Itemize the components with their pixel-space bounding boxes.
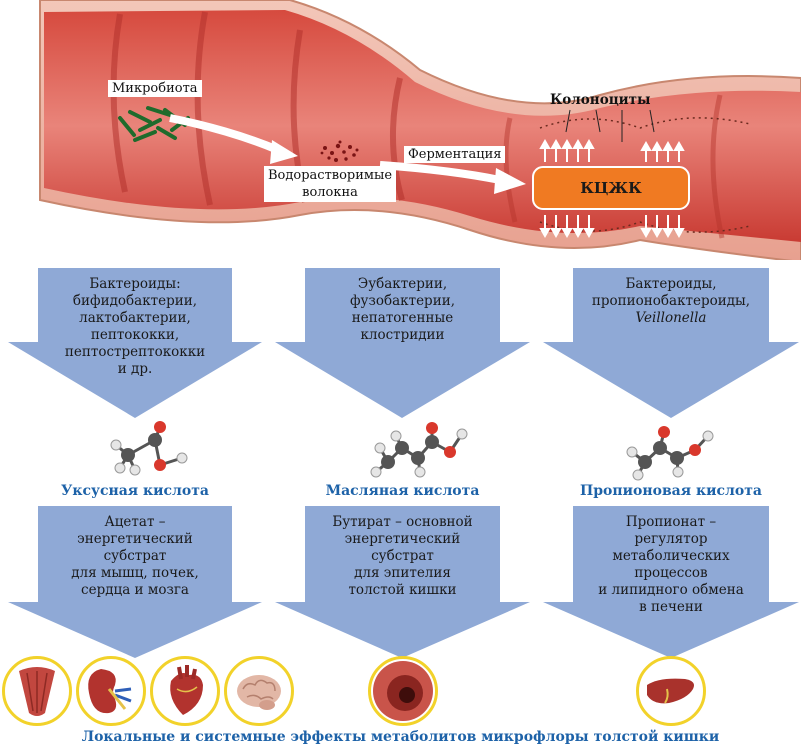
effect-text-1: Ацетат – энергетический субстрат для мыш… [38, 514, 232, 599]
acid-name-2: Масляная кислота [325, 483, 480, 499]
bacteria-item: фузобактерии, [349, 293, 455, 309]
microbiota-label: Микробиота [108, 80, 202, 97]
fibers-label-line1: Водорастворимые [268, 168, 393, 183]
fermentation-label: Ферментация [404, 146, 506, 163]
effect-line: метаболических [612, 548, 730, 564]
bacteria-item: Бактероиды: [89, 276, 181, 292]
fibers-label-line2: волокна [302, 185, 358, 200]
bacteria-item: Эубактерии, [357, 276, 448, 292]
bacteria-item: Veillonella [635, 310, 707, 326]
butyric-acid-molecule [370, 422, 468, 478]
acid-name-3: Пропионовая кислота [580, 483, 762, 499]
colon-lumen-icon [368, 656, 438, 726]
effect-text-2: Бутират – основной энергетический субстр… [305, 514, 500, 599]
liver-icon [636, 656, 706, 726]
effect-line: и липидного обмена [598, 582, 744, 598]
kidney-icon [76, 656, 146, 726]
bacteria-list-3: Бактероиды, пропионобактероиды, Veillone… [573, 276, 769, 327]
bacteria-item: пептококки, [90, 327, 180, 343]
propionic-acid-molecule [626, 426, 714, 481]
bacteria-item: и др. [117, 361, 153, 377]
effect-line: в печени [639, 599, 703, 615]
fibers-label: Водорастворимые волокна [264, 166, 397, 202]
effect-line: энергетический [77, 531, 193, 547]
scfa-box [532, 166, 690, 210]
colon-illustration [39, 0, 801, 260]
bacteria-item: пептострептококки [64, 344, 206, 360]
muscle-icon [2, 656, 72, 726]
effect-line: субстрат [103, 548, 167, 564]
brain-icon [224, 656, 294, 726]
effect-line: энергетический [344, 531, 461, 547]
bacteria-item: бифидобактерии, [72, 293, 198, 309]
effect-line: Бутират – основной [332, 514, 473, 530]
bacteria-list-1: Бактероиды: бифидобактерии, лактобактери… [38, 276, 232, 378]
effect-line: Пропионат – [625, 514, 717, 530]
effect-line: толстой кишки [348, 582, 457, 598]
acetic-acid-molecule [110, 421, 188, 476]
bacteria-item: пропионобактероиды, [591, 293, 751, 309]
bacteria-item: лактобактерии, [79, 310, 191, 326]
effect-line: для эпителия [354, 565, 451, 581]
effect-text-3: Пропионат – регулятор метаболических про… [573, 514, 769, 616]
effect-line: для мышц, почек, [71, 565, 199, 581]
bacteria-list-2: Эубактерии, фузобактерии, непатогенные к… [305, 276, 500, 344]
footer-caption: Локальные и системные эффекты метаболито… [81, 729, 720, 745]
acid-name-1: Уксусная кислота [61, 483, 209, 499]
scfa-label: КЦЖК [580, 179, 642, 197]
effect-line: сердца и мозга [81, 582, 189, 598]
effect-line: регулятор [634, 531, 708, 547]
effect-line: Ацетат – [104, 514, 166, 530]
bacteria-item: непатогенные [351, 310, 454, 326]
effect-line: субстрат [371, 548, 434, 564]
bacteria-item: Бактероиды, [625, 276, 717, 292]
effect-line: процессов [634, 565, 708, 581]
bacteria-item: клостридии [360, 327, 445, 343]
heart-icon [150, 656, 220, 726]
colonocytes-label: Колоноциты [550, 92, 651, 108]
